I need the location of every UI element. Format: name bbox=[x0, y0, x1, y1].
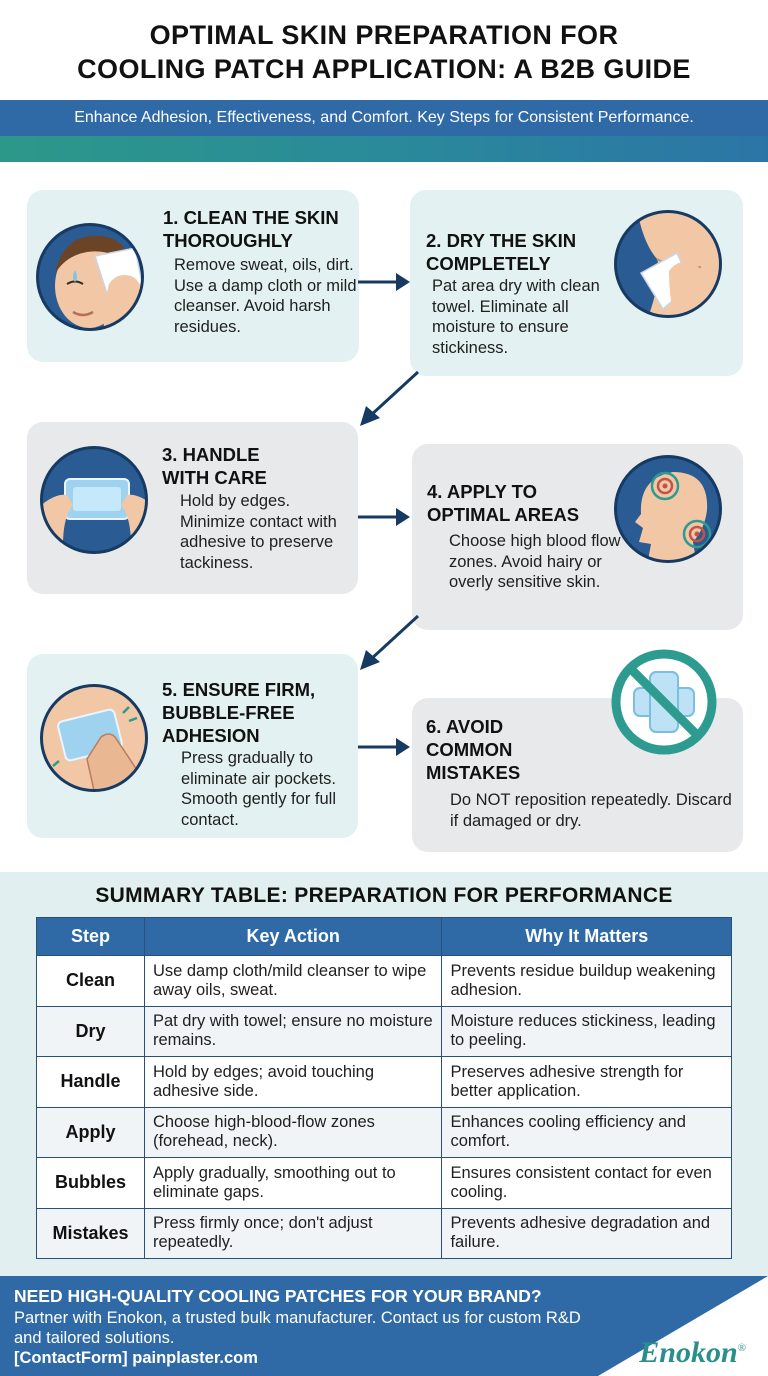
row-action: Choose high-blood-flow zones (forehead, … bbox=[143, 1106, 443, 1158]
subtitle-text: Enhance Adhesion, Effectiveness, and Com… bbox=[0, 100, 768, 136]
step-4-desc: Choose high blood flow zones. Avoid hair… bbox=[449, 532, 621, 591]
row-action: Pat dry with towel; ensure no moisture r… bbox=[143, 1005, 443, 1057]
table-row: Dry Pat dry with towel; ensure no moistu… bbox=[36, 1005, 732, 1057]
step-3-desc: Hold by edges. Minimize contact with adh… bbox=[180, 492, 337, 572]
steps-section: 1. CLEAN THE SKIN THOROUGHLY Remove swea… bbox=[0, 162, 768, 872]
arrow-down-left-icon bbox=[360, 614, 420, 670]
finger-press-icon bbox=[40, 684, 148, 792]
step-6-desc: Do NOT reposition repeatedly. Discard if… bbox=[450, 791, 732, 830]
row-step: Dry bbox=[36, 1005, 145, 1057]
footer-headline: NEED HIGH-QUALITY COOLING PATCHES FOR YO… bbox=[14, 1286, 542, 1306]
banner-stripe bbox=[0, 136, 768, 162]
step-6-title: 6. AVOID COMMON MISTAKES bbox=[426, 716, 521, 783]
row-reason: Prevents residue buildup weakening adhes… bbox=[441, 955, 732, 1007]
footer-cta: NEED HIGH-QUALITY COOLING PATCHES FOR YO… bbox=[0, 1276, 768, 1376]
table-row: Handle Hold by edges; avoid touching adh… bbox=[36, 1056, 732, 1108]
step-3-title: 3. HANDLE WITH CARE bbox=[162, 444, 267, 488]
arrow-right-icon bbox=[358, 738, 410, 756]
row-action: Hold by edges; avoid touching adhesive s… bbox=[143, 1056, 443, 1108]
step-card-5: 5. ENSURE FIRM, BUBBLE-FREE ADHESION Pre… bbox=[27, 654, 358, 838]
towel-dry-icon bbox=[614, 210, 722, 318]
table-row: Mistakes Press firmly once; don't adjust… bbox=[36, 1207, 732, 1259]
arrow-right-icon bbox=[358, 508, 410, 526]
row-reason: Prevents adhesive degradation and failur… bbox=[441, 1207, 732, 1259]
column-header-key-action: Key Action bbox=[143, 917, 443, 956]
table-row: Clean Use damp cloth/mild cleanser to wi… bbox=[36, 955, 732, 1007]
footer-body: Partner with Enokon, a trusted bulk manu… bbox=[14, 1309, 581, 1347]
summary-table: Step Key Action Why It Matters Clean Use… bbox=[36, 917, 732, 1259]
step-1-desc: Remove sweat, oils, dirt. Use a damp clo… bbox=[174, 256, 357, 336]
row-step: Bubbles bbox=[36, 1157, 145, 1209]
page-title: OPTIMAL SKIN PREPARATION FOR COOLING PAT… bbox=[0, 18, 768, 86]
subtitle-banner: Enhance Adhesion, Effectiveness, and Com… bbox=[0, 100, 768, 162]
hands-patch-icon bbox=[40, 446, 148, 554]
step-4-title: 4. APPLY TO OPTIMAL AREAS bbox=[427, 481, 580, 525]
row-step: Apply bbox=[36, 1106, 145, 1158]
step-2-desc: Pat area dry with clean towel. Eliminate… bbox=[432, 277, 600, 357]
column-header-step: Step bbox=[36, 917, 145, 956]
arrow-down-left-icon bbox=[360, 370, 420, 426]
summary-title: SUMMARY TABLE: PREPARATION FOR PERFORMAN… bbox=[95, 884, 673, 907]
footer-contact-link[interactable]: [ContactForm] painplaster.com bbox=[14, 1349, 258, 1367]
step-card-4: 4. APPLY TO OPTIMAL AREAS Choose high bl… bbox=[412, 444, 743, 630]
table-header-row: Step Key Action Why It Matters bbox=[36, 917, 732, 956]
step-1-title: 1. CLEAN THE SKIN THOROUGHLY bbox=[163, 207, 339, 251]
row-action: Apply gradually, smoothing out to elimin… bbox=[143, 1157, 443, 1209]
step-card-6: 6. AVOID COMMON MISTAKES Do NOT repositi… bbox=[412, 649, 743, 852]
table-row: Apply Choose high-blood-flow zones (fore… bbox=[36, 1106, 732, 1158]
arrow-right-icon bbox=[358, 273, 410, 291]
head-target-icon bbox=[614, 455, 722, 563]
face-wipe-icon bbox=[36, 223, 144, 331]
step-card-3: 3. HANDLE WITH CARE Hold by edges. Minim… bbox=[27, 422, 358, 594]
step-5-title: 5. ENSURE FIRM, BUBBLE-FREE ADHESION bbox=[162, 679, 316, 746]
title-line-2: COOLING PATCH APPLICATION: A B2B GUIDE bbox=[77, 54, 691, 84]
prohibited-patch-icon bbox=[610, 648, 718, 756]
brand-name: Enokon bbox=[639, 1336, 738, 1369]
row-reason: Preserves adhesive strength for better a… bbox=[441, 1056, 732, 1108]
brand-logo: Enokon® bbox=[639, 1336, 746, 1370]
column-header-why: Why It Matters bbox=[441, 917, 732, 956]
title-line-1: OPTIMAL SKIN PREPARATION FOR bbox=[149, 20, 619, 50]
row-reason: Ensures consistent contact for even cool… bbox=[441, 1157, 732, 1209]
row-reason: Enhances cooling efficiency and comfort. bbox=[441, 1106, 732, 1158]
step-card-2: 2. DRY THE SKIN COMPLETELY Pat area dry … bbox=[410, 190, 743, 376]
brand-registered-mark: ® bbox=[737, 1342, 746, 1354]
row-action: Use damp cloth/mild cleanser to wipe awa… bbox=[143, 955, 443, 1007]
row-action: Press firmly once; don't adjust repeated… bbox=[143, 1207, 443, 1259]
step-card-1: 1. CLEAN THE SKIN THOROUGHLY Remove swea… bbox=[27, 190, 359, 362]
table-row: Bubbles Apply gradually, smoothing out t… bbox=[36, 1157, 732, 1209]
footer-corner-accent bbox=[598, 1276, 768, 1376]
row-step: Mistakes bbox=[36, 1207, 145, 1259]
step-5-desc: Press gradually to eliminate air pockets… bbox=[181, 749, 336, 829]
row-step: Handle bbox=[36, 1056, 145, 1108]
row-reason: Moisture reduces stickiness, leading to … bbox=[441, 1005, 732, 1057]
row-step: Clean bbox=[36, 955, 145, 1007]
summary-section: SUMMARY TABLE: PREPARATION FOR PERFORMAN… bbox=[0, 872, 768, 1276]
step-2-title: 2. DRY THE SKIN COMPLETELY bbox=[426, 230, 577, 274]
